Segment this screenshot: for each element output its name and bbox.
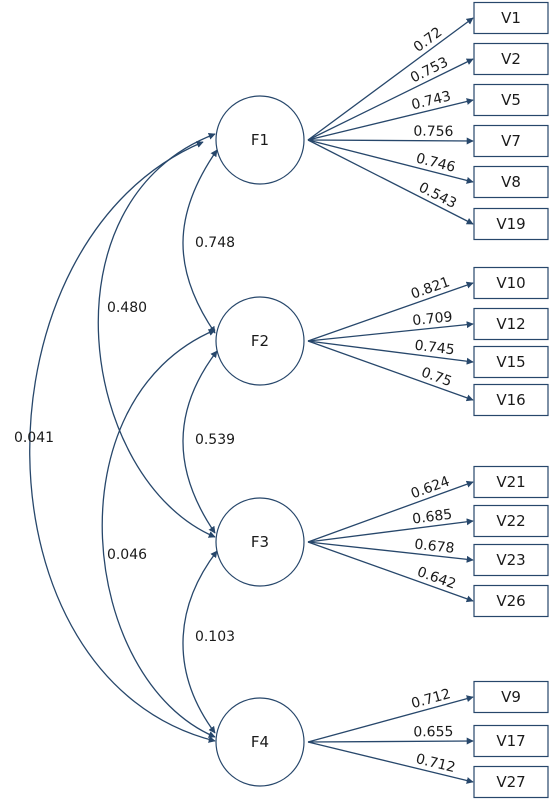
loading-label-v7: 0.756 [413,124,453,140]
loading-arrow-v10 [307,281,474,342]
loading-arrow-v23 [307,541,474,563]
correlation-label-f1-f2: 0.748 [195,235,235,251]
indicator-v22-label: V22 [496,512,525,530]
loading-label-v12: 0.709 [412,309,454,329]
indicator-v23-label: V23 [496,551,525,569]
indicator-v12-box [473,307,549,341]
indicator-v9-box [473,680,549,714]
indicator-v10-label: V10 [496,274,525,292]
indicator-v23-box [473,543,549,577]
loading-arrow-v9 [307,695,474,743]
factor-f4-node [215,697,305,787]
loading-arrow-v1 [307,17,474,141]
loading-arrow-v12 [307,321,474,342]
indicator-v21-box [473,465,549,499]
loading-label-v23: 0.678 [414,537,456,557]
loading-arrow-v7 [307,137,474,145]
loading-arrow-v27 [307,741,474,784]
factor-f2-label: F2 [251,332,269,350]
indicator-v19-box [473,207,549,241]
loading-label-v17: 0.655 [413,724,453,740]
indicator-v17-label: V17 [496,732,525,750]
loading-arrow-v21 [307,480,474,543]
loading-label-v15: 0.745 [414,338,456,359]
loading-label-v19: 0.543 [416,180,459,212]
loading-arrow-v26 [307,541,474,603]
indicator-v1-label: V1 [501,9,521,27]
indicator-v8-label: V8 [501,173,521,191]
indicator-v19-label: V19 [496,215,525,233]
loading-arrow-v16 [307,340,474,402]
loading-arrow-v15 [307,340,474,365]
indicator-v10-box [473,266,549,300]
loading-arrow-v2 [307,58,474,141]
nodes-layer [215,1,549,799]
factor-f4-label: F4 [251,733,269,751]
loading-arrow-v19 [307,139,474,225]
indicator-v9-label: V9 [501,688,521,706]
correlation-arc-f2-f4 [101,329,216,738]
indicator-v27-label: V27 [496,773,525,791]
correlation-arc-f1-f4 [29,141,216,743]
correlation-label-f1-f4: 0.041 [14,430,54,446]
indicator-v5-label: V5 [501,91,521,109]
edges-layer [29,17,474,784]
factor-f3-label: F3 [251,533,269,551]
indicator-v12-label: V12 [496,315,525,333]
indicator-v15-label: V15 [496,353,525,371]
loading-label-v22: 0.685 [411,507,453,528]
correlation-label-f2-f3: 0.539 [195,432,235,448]
indicator-v26-label: V26 [496,592,525,610]
loading-arrow-v5 [307,98,474,141]
correlation-arc-f1-f3 [97,132,216,538]
loading-arrow-v8 [307,139,474,184]
factor-f3-node [215,497,305,587]
indicator-v7-label: V7 [501,132,521,150]
indicator-v2-box [473,42,549,76]
indicator-v17-box [473,724,549,758]
indicator-v1-box [473,1,549,35]
indicator-v26-box [473,584,549,618]
indicator-v21-label: V21 [496,473,525,491]
indicator-v2-label: V2 [501,50,521,68]
correlation-label-f2-f4: 0.046 [107,547,147,563]
loading-arrow-v17 [307,737,474,745]
factor-f1-node [215,95,305,185]
loading-arrow-v22 [307,518,474,543]
correlation-label-f1-f3: 0.480 [107,300,147,316]
indicator-v22-box [473,504,549,538]
indicator-v15-box [473,345,549,379]
indicator-v7-box [473,124,549,158]
indicator-v16-box [473,383,549,417]
loading-label-v2: 0.753 [408,54,451,86]
factor-f1-label: F1 [251,131,269,149]
indicator-v16-label: V16 [496,391,525,409]
factor-f2-node [215,296,305,386]
indicator-v27-box [473,765,549,799]
indicator-v5-box [473,83,549,117]
indicator-v8-box [473,165,549,199]
correlation-label-f3-f4: 0.103 [195,629,235,645]
